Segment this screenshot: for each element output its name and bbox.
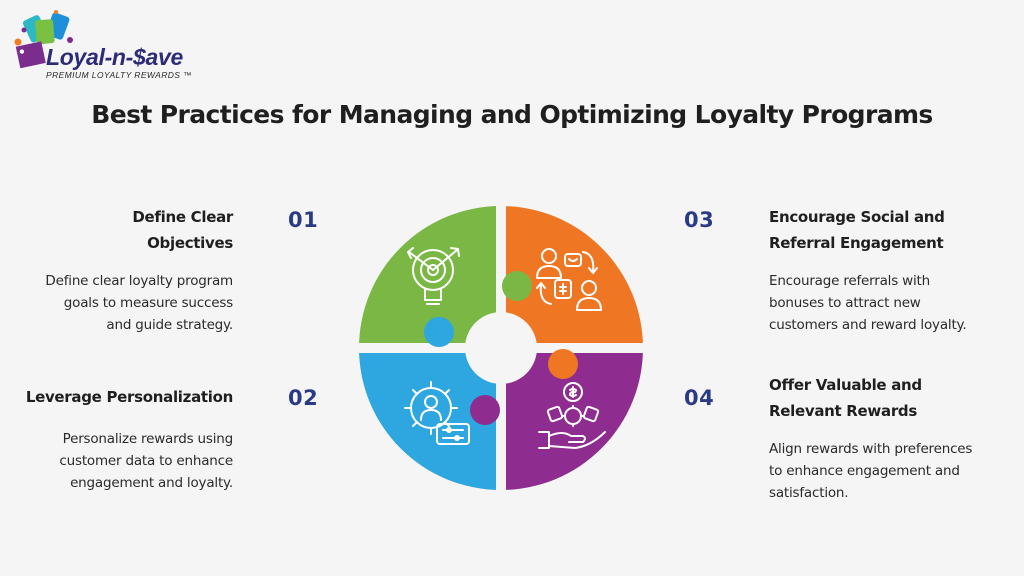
step-04-heading: Offer Valuable and Relevant Rewards bbox=[769, 372, 1009, 424]
step-03-number: 03 bbox=[684, 208, 715, 232]
step-01-description: Define clear loyalty program goals to me… bbox=[3, 270, 233, 336]
step-04-heading-line2: Relevant Rewards bbox=[769, 402, 917, 420]
step-01-text: Define Clear Objectives Define clear loy… bbox=[3, 204, 233, 336]
puzzle-piece-orange bbox=[501, 206, 643, 348]
puzzle-piece-blue bbox=[359, 348, 501, 490]
step-04-description: Align rewards with preferences to enhanc… bbox=[769, 438, 1009, 504]
step-01-body-line2: goals to measure success bbox=[63, 295, 233, 311]
step-02-number: 02 bbox=[288, 386, 319, 410]
step-01-number: 01 bbox=[288, 208, 319, 232]
step-02-body-line2: customer data to enhance bbox=[59, 453, 233, 469]
brand-tagline: PREMIUM LOYALTY REWARDS ™ bbox=[46, 70, 193, 80]
puzzle-knob-left bbox=[424, 317, 454, 347]
step-02-body-line1: Personalize rewards using bbox=[62, 431, 234, 447]
brand-logo: Loyal-n-$ave PREMIUM LOYALTY REWARDS ™ bbox=[12, 8, 202, 82]
page-title: Best Practices for Managing and Optimizi… bbox=[91, 100, 933, 129]
price-tags-logo-icon bbox=[14, 10, 73, 68]
step-03-body-line2: bonuses to attract new bbox=[769, 295, 921, 311]
step-04-heading-line1: Offer Valuable and bbox=[769, 376, 922, 394]
people-referral-exchange-icon bbox=[536, 248, 602, 311]
step-03-heading-line2: Referral Engagement bbox=[769, 234, 944, 252]
step-04-body-line1: Align rewards with preferences bbox=[769, 441, 973, 457]
puzzle-knob-right bbox=[548, 349, 578, 379]
step-02-heading-line1: Leverage Personalization bbox=[25, 388, 233, 406]
step-01-heading: Define Clear Objectives bbox=[3, 204, 233, 256]
step-01-heading-line1: Define Clear bbox=[132, 208, 233, 226]
step-01-body-line3: and guide strategy. bbox=[106, 317, 233, 333]
step-04-body-line3: satisfaction. bbox=[769, 485, 849, 501]
step-02-text: Leverage Personalization Personalize rew… bbox=[3, 384, 233, 494]
step-04-body-line2: to enhance engagement and bbox=[769, 463, 960, 479]
step-02-body-line3: engagement and loyalty. bbox=[70, 475, 233, 491]
puzzle-piece-green bbox=[359, 206, 501, 348]
hand-rewards-dollar-icon bbox=[538, 382, 606, 449]
step-03-body-line3: customers and reward loyalty. bbox=[769, 317, 967, 333]
step-03-heading: Encourage Social and Referral Engagement bbox=[769, 204, 1009, 256]
puzzle-piece-purple bbox=[501, 348, 643, 490]
step-04-number: 04 bbox=[684, 386, 715, 410]
step-04-text: Offer Valuable and Relevant Rewards Alig… bbox=[769, 372, 1009, 504]
puzzle-knob-top bbox=[502, 271, 532, 301]
step-01-body-line1: Define clear loyalty program bbox=[45, 273, 233, 289]
step-03-body-line1: Encourage referrals with bbox=[769, 273, 930, 289]
gear-person-settings-icon bbox=[404, 381, 470, 445]
step-03-description: Encourage referrals with bonuses to attr… bbox=[769, 270, 1009, 336]
puzzle-knob-bottom bbox=[470, 395, 500, 425]
step-02-description: Personalize rewards using customer data … bbox=[3, 428, 233, 494]
step-01-heading-line2: Objectives bbox=[147, 234, 233, 252]
step-02-heading: Leverage Personalization bbox=[3, 384, 233, 410]
lightbulb-target-icon bbox=[407, 247, 460, 305]
step-03-text: Encourage Social and Referral Engagement… bbox=[769, 204, 1009, 336]
brand-name: Loyal-n-$ave bbox=[46, 44, 184, 70]
puzzle-circle-diagram bbox=[359, 206, 643, 490]
step-03-heading-line1: Encourage Social and bbox=[769, 208, 945, 226]
